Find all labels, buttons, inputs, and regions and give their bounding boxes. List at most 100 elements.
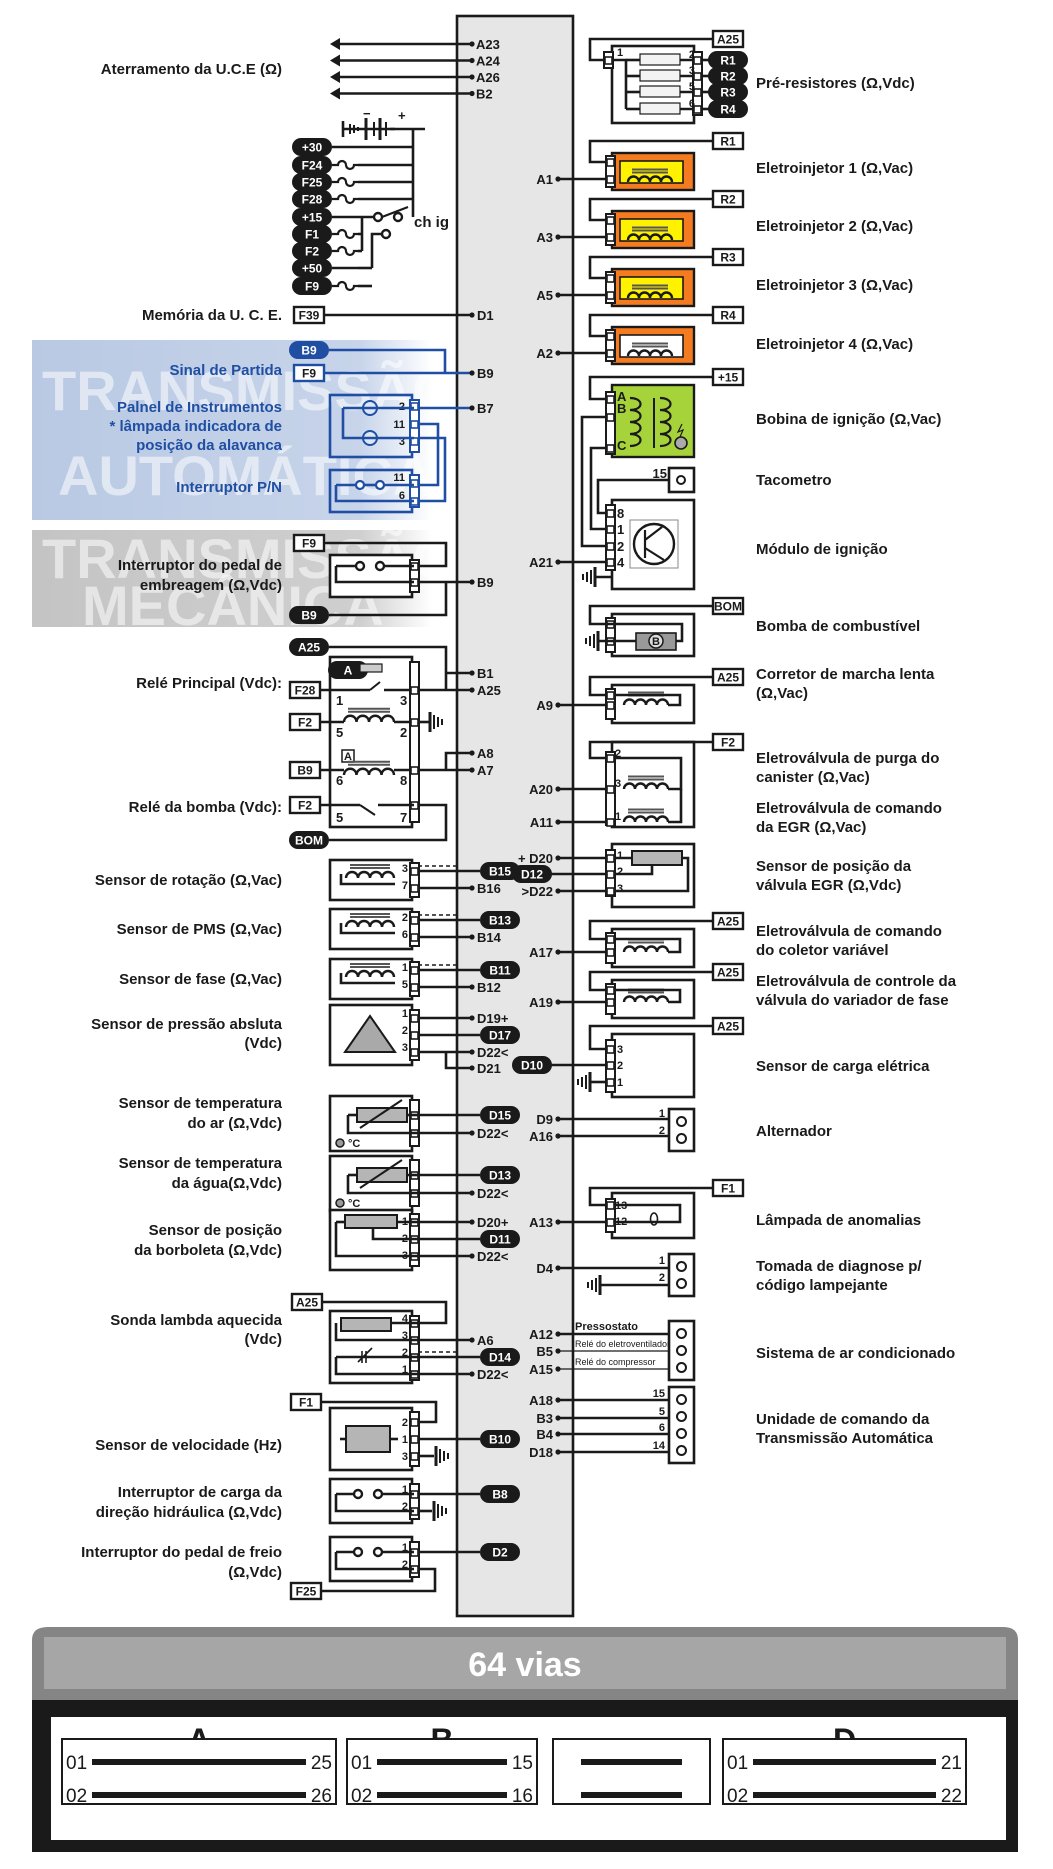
ecu-pin-label: A5 [536,288,553,303]
wire [614,988,682,1004]
coil-winding [622,782,670,790]
wire [339,973,395,985]
component-label-line: direção hidráulica (Ω,Vdc) [96,1504,282,1521]
tag-label: F2 [305,245,319,259]
fuse-tag: R1 [711,131,745,151]
connector-pin [693,72,702,81]
tag-label: F1 [305,228,319,242]
wire [334,1222,418,1258]
connector-pin [410,1014,419,1023]
component-sonda-lambda: Sonda lambda aquecida(Vdc)A254321A6D14D2… [110,1292,520,1385]
pin-dot [469,57,475,64]
arrow-icon [330,54,340,67]
pin-number: 1 [402,1434,408,1446]
fuse-tag: F2 [711,732,745,752]
connector-pin-start: 02 [727,1786,748,1807]
component-label-line: da borboleta (Ω,Vdc) [134,1242,282,1259]
component-label-line: válvula do variador de fase [756,992,949,1009]
connector-pin [606,274,615,283]
tag-pill-shape [328,661,368,679]
connector-pin-end: 22 [941,1786,962,1807]
lamp-icon [649,1212,659,1226]
ground-icon [585,631,600,651]
wire [614,937,682,954]
tag-label: F9 [305,280,319,294]
pin-number: 1 [617,1077,623,1089]
connector-pin [604,56,613,65]
pin-number: 1 [659,1108,665,1120]
connector-pin [410,867,419,876]
tag-label: F24 [302,159,323,173]
wire [346,1115,418,1135]
tag-label: F39 [299,309,320,323]
output-tag: R3 [708,83,748,101]
pin-dot [469,750,475,756]
tag-label: F1 [721,1182,735,1196]
connector-pin [693,105,702,114]
pin-number: 6 [689,98,695,110]
output-tag: R1 [708,51,748,69]
fuse-icon [332,193,358,205]
pin-number: 5 [689,81,695,93]
connector-pin [606,233,615,242]
pin-number: 3 [615,778,621,790]
connector-strip [605,213,616,246]
switch-contact [374,479,386,491]
wire [329,582,448,617]
tag-label: A25 [296,1296,318,1310]
ecu-pin-label: A24 [476,54,501,69]
fuse-tag: F39 [292,305,326,325]
tag-pill-shape [292,242,332,260]
wire-label: Pressostato [575,1321,638,1333]
connector-strip [409,862,420,898]
component-interruptor-freio: Interruptor do pedal de freio(Ω,Vdc)12D2… [81,1535,520,1601]
connector-pin [606,701,615,710]
wire [588,919,713,941]
connector-pin [410,916,419,925]
terminal-icon [676,1328,687,1339]
component-label-line: Sensor de posição da [756,858,912,875]
connector-strip [605,391,616,455]
wire [329,645,448,690]
pin-dot [469,579,475,585]
terminal-icon [676,475,686,485]
fuse-tag: A25 [290,1292,324,1312]
connector-tag: B9 [289,606,329,624]
coil-winding [344,870,396,879]
tag-pill-shape [708,83,748,101]
tag-label: R3 [720,251,736,265]
output-tag: R4 [708,100,748,118]
supply-tag: F9 [292,277,332,295]
tag-label: R4 [720,309,736,323]
connector-pin [410,933,419,942]
pin-number: 3 [617,883,623,895]
pin-dot [469,90,475,97]
pin-number: 2 [617,1060,623,1072]
wire [334,1494,414,1513]
fuse-tag: F28 [288,680,322,700]
tag-pill-shape [292,225,332,243]
ecu-pin-label: B7 [477,401,494,416]
ecu-pin-label: + D20 [518,851,553,866]
connector-strip [409,1541,420,1578]
thermometer-icon [335,1198,345,1208]
connector-pin [410,884,419,893]
supply-tag: F1 [292,225,332,243]
component-label-line: (Vdc) [245,1331,283,1348]
pin-dot [469,74,475,80]
wire [668,789,683,824]
coil-winding [626,175,674,183]
wire [589,446,606,531]
connector-pin [606,854,615,863]
ground-icon [587,1275,602,1295]
component-label-line: Sensor de temperatura [119,1095,283,1112]
pin-number: 11 [393,472,405,484]
pin-dot [469,1049,475,1055]
pin-number: 11 [393,419,405,431]
tag-label: A25 [717,33,739,47]
wire [339,874,395,886]
pin-number: 1 [617,522,624,537]
